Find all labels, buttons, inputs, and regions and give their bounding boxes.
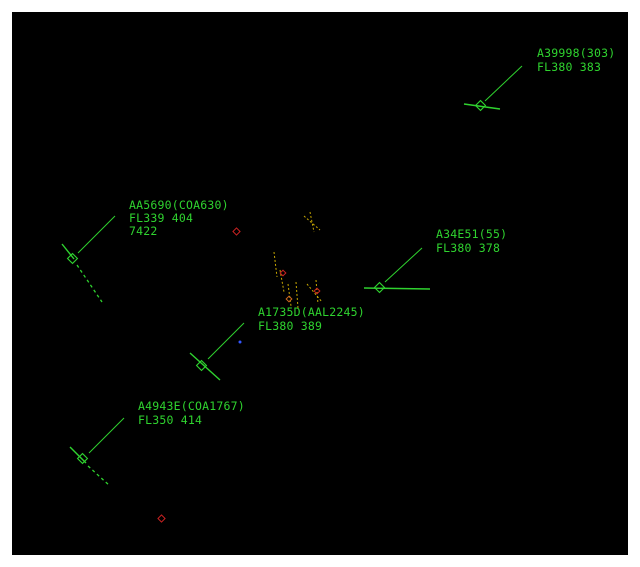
datablock-callsign[interactable]: A39998(303) [537, 46, 615, 60]
aircraft-symbol [66, 252, 79, 265]
aircraft-target-aa5690[interactable]: AA5690(COA630) FL339 404 7422 [61, 198, 229, 303]
aircraft-target-a34e51[interactable]: A34E51(55) FL380 378 [363, 227, 507, 294]
leader-line [207, 322, 245, 360]
radar-scope[interactable]: A39998(303) FL380 383 AA5690(COA630) FL3… [12, 12, 628, 555]
leader-line [484, 65, 523, 102]
radar-display: A39998(303) FL380 383 AA5690(COA630) FL3… [61, 46, 615, 523]
datablock-squawk: 7422 [129, 224, 158, 238]
aircraft-symbol [373, 281, 386, 294]
leader-line [77, 215, 116, 254]
unassociated-return[interactable] [157, 514, 166, 523]
heading-vector [463, 103, 501, 110]
datablock-callsign[interactable]: A1735D(AAL2245) [258, 305, 365, 319]
datablock-altitude-speed: FL380 389 [258, 319, 322, 333]
datablock-callsign[interactable]: A34E51(55) [436, 227, 507, 241]
leader-line [88, 417, 125, 454]
aircraft-target-a1735d[interactable]: A1735D(AAL2245) FL380 389 [189, 305, 365, 381]
heading-vector [69, 446, 87, 464]
datablock-altitude-speed: FL350 414 [138, 413, 202, 427]
datablock-altitude-speed: FL339 404 [129, 211, 193, 225]
heading-vector [363, 287, 431, 290]
datablock-altitude-speed: FL380 378 [436, 241, 500, 255]
aircraft-symbol [474, 99, 487, 112]
leader-line [384, 247, 423, 283]
unassociated-return[interactable] [232, 227, 241, 236]
aircraft-target-a4943e[interactable]: A4943E(COA1767) FL350 414 [69, 399, 245, 487]
aircraft-target-a39998[interactable]: A39998(303) FL380 383 [463, 46, 615, 112]
datablock-altitude-speed: FL380 383 [537, 60, 601, 74]
weather-cells [238, 269, 321, 344]
history-trail [87, 465, 111, 487]
datablock-callsign[interactable]: AA5690(COA630) [129, 198, 229, 212]
datablock-callsign[interactable]: A4943E(COA1767) [138, 399, 245, 413]
heading-vector [61, 243, 75, 260]
history-trail [76, 264, 103, 303]
aircraft-symbol [195, 359, 208, 372]
secondary-blip [238, 340, 242, 344]
weather-clutter [273, 211, 323, 309]
aircraft-symbol [76, 452, 89, 465]
